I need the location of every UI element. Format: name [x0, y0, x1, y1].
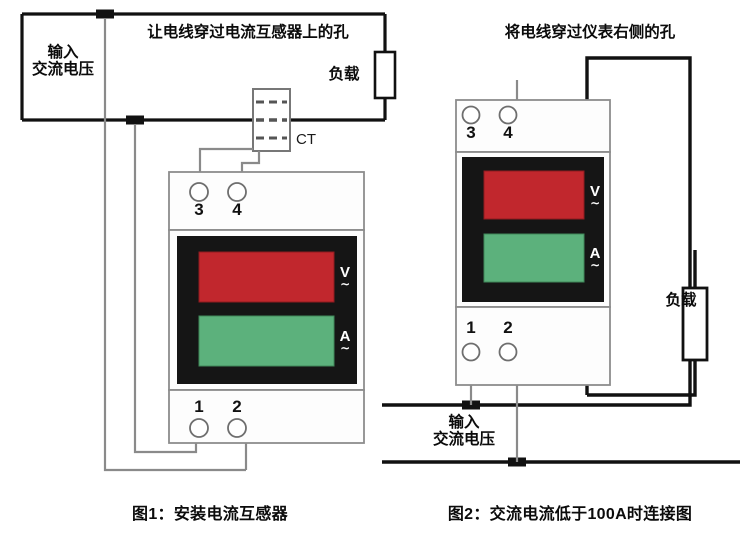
fig2-current-unit-wave: ∼	[589, 258, 601, 272]
figure2-group	[382, 56, 740, 467]
fig1-voltage-lead-2	[133, 124, 198, 454]
fig2-terminal-label-1: 1	[466, 318, 476, 337]
fig2-heading: 将电线穿过仪表右侧的孔	[504, 24, 676, 41]
fig2-meter-top-section	[455, 99, 611, 153]
fig1-caption: 图1：安装电流互感器	[132, 506, 288, 523]
fig2-terminal-hole-1	[461, 342, 481, 362]
fig1-current-unit: A ∼	[336, 328, 354, 355]
fig1-heading: 让电线穿过电流互感器上的孔	[147, 24, 349, 41]
fig1-terminal-hole-3	[189, 182, 209, 202]
fig1-voltage-lead-1	[103, 18, 246, 472]
fig1-ct-secondary-lead-a	[240, 151, 261, 172]
fig2-terminal-label-2: 2	[503, 318, 513, 337]
fig2-current-display	[483, 233, 585, 283]
fig1-input-label: 输入 交流电压	[31, 44, 94, 79]
fig1-terminal-label-2: 2	[232, 397, 242, 416]
fig2-load-label: 负载	[665, 292, 697, 309]
fig1-voltage-unit-letter: V	[339, 264, 350, 281]
fig2-voltage-display	[483, 170, 585, 220]
fig2-terminal-hole-3	[461, 105, 481, 125]
figure1-group	[20, 9, 397, 472]
fig1-terminal-label-4: 4	[232, 200, 242, 219]
fig2-current-unit-letter: A	[589, 245, 601, 262]
fig2-voltage-unit-letter: V	[589, 183, 600, 200]
fig1-junction-bottom	[126, 115, 144, 125]
fig1-junction-top	[96, 9, 114, 19]
fig1-terminal-hole-2	[227, 418, 247, 438]
fig1-current-display	[198, 315, 335, 367]
fig1-voltage-unit-wave: ∼	[339, 277, 351, 291]
fig2-line-through-meter-hole	[475, 56, 692, 407]
fig1-ct-secondary-lead-b	[198, 147, 253, 172]
fig1-terminal-hole-4	[227, 182, 247, 202]
fig1-current-unit-letter: A	[339, 328, 351, 345]
fig2-input-label: 输入 交流电压	[432, 414, 495, 449]
fig2-load-return-wire	[587, 360, 697, 397]
fig2-voltage-unit: V ∼	[586, 183, 604, 210]
fig2-terminal-hole-4	[498, 105, 518, 125]
fig1-ct-label: CT	[296, 131, 316, 148]
fig1-voltage-display	[198, 251, 335, 303]
fig2-terminal-label-3: 3	[466, 123, 476, 142]
fig2-current-unit: A ∼	[586, 245, 604, 272]
fig1-terminal-label-3: 3	[194, 200, 204, 219]
fig2-load-resistor	[681, 286, 709, 362]
fig2-terminal-label-4: 4	[503, 123, 513, 142]
fig1-current-unit-wave: ∼	[339, 341, 351, 355]
fig1-voltage-unit: V ∼	[336, 264, 354, 291]
fig1-terminal-hole-1	[189, 418, 209, 438]
fig2-meter-bottom-section	[455, 306, 611, 386]
fig2-voltage-unit-wave: ∼	[589, 196, 601, 210]
fig2-terminal-hole-2	[498, 342, 518, 362]
fig1-load-label: 负载	[328, 66, 360, 83]
fig2-caption: 图2：交流电流低于100A时连接图	[447, 506, 693, 523]
fig1-terminal-label-1: 1	[194, 397, 204, 416]
fig1-load-resistor	[373, 50, 397, 100]
